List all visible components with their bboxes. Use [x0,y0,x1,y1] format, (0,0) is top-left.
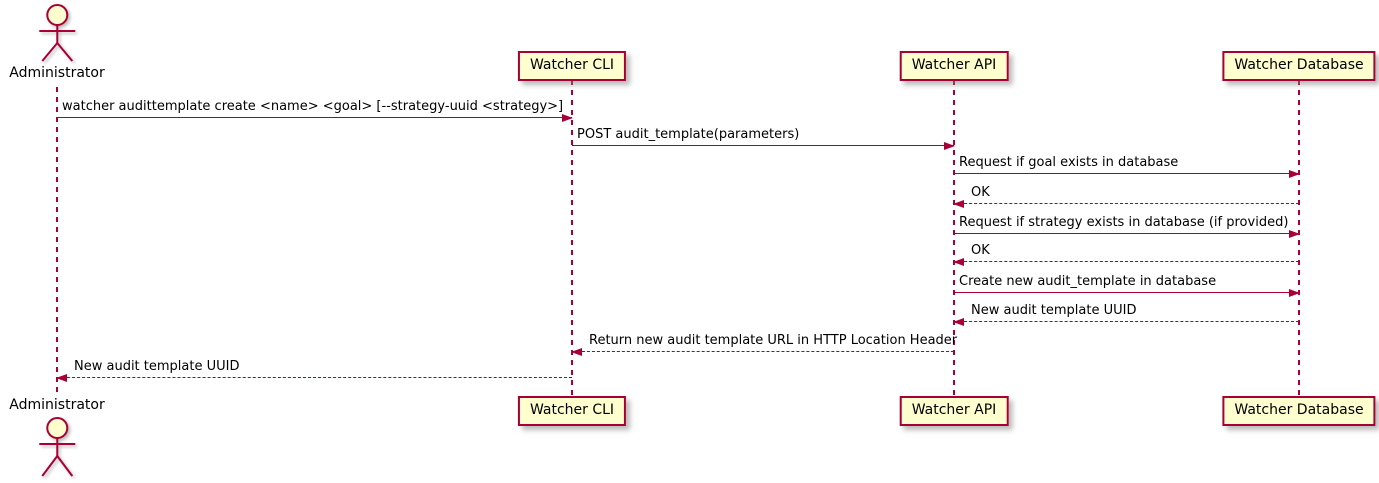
message-label: New audit template UUID [971,303,1137,318]
message-label: watcher audittemplate create <name> <goa… [62,99,564,114]
message-new-uuid-from-db: New audit template UUID [953,303,1299,326]
actor-administrator-top: Administrator [9,4,105,82]
participant-watcher-database-bottom: Watcher Database [1222,396,1376,426]
actor-administrator-bottom: Administrator [9,397,105,481]
message-create-audittemplate: watcher audittemplate create <name> <goa… [57,99,573,122]
lifeline-watcher-database [1298,80,1300,396]
participant-watcher-api-top: Watcher API [899,51,1009,81]
message-ok-strategy: OK [953,243,1299,266]
message-post-audit-template: POST audit_template(parameters) [572,127,955,150]
message-label: Request if goal exists in database [959,155,1179,170]
message-arrow [953,199,1299,208]
lifeline-administrator [56,87,58,396]
message-label: OK [971,243,990,258]
lifeline-watcher-api [953,80,955,396]
message-request-strategy-exists: Request if strategy exists in database (… [954,215,1300,238]
message-label: Request if strategy exists in database (… [959,215,1289,230]
message-arrow [57,113,573,122]
message-arrow [56,373,572,382]
actor-label: Administrator [9,397,105,413]
message-label: New audit template UUID [74,359,240,374]
participant-watcher-cli-bottom: Watcher CLI [517,396,627,426]
message-label: Create new audit_template in database [959,274,1217,289]
message-arrow [953,317,1299,326]
message-arrow [953,257,1299,266]
actor-icon [39,4,75,62]
lifeline-watcher-cli [571,80,573,396]
message-arrow [954,229,1300,238]
message-new-uuid-to-admin: New audit template UUID [56,359,572,382]
message-arrow [572,141,955,150]
message-return-url-location-header: Return new audit template URL in HTTP Lo… [571,333,958,356]
actor-label: Administrator [9,65,105,81]
message-label: OK [971,185,990,200]
participant-watcher-database-top: Watcher Database [1222,51,1376,81]
message-label: POST audit_template(parameters) [577,127,800,142]
message-arrow [954,288,1300,297]
participant-watcher-api-bottom: Watcher API [899,396,1009,426]
message-request-goal-exists: Request if goal exists in database [954,155,1300,178]
message-ok-goal: OK [953,185,1299,208]
message-arrow [571,347,954,356]
message-arrow [954,169,1300,178]
message-label: Return new audit template URL in HTTP Lo… [589,333,958,348]
message-create-audit-template-db: Create new audit_template in database [954,274,1300,297]
participant-watcher-cli-top: Watcher CLI [517,51,627,81]
actor-icon [39,417,75,477]
